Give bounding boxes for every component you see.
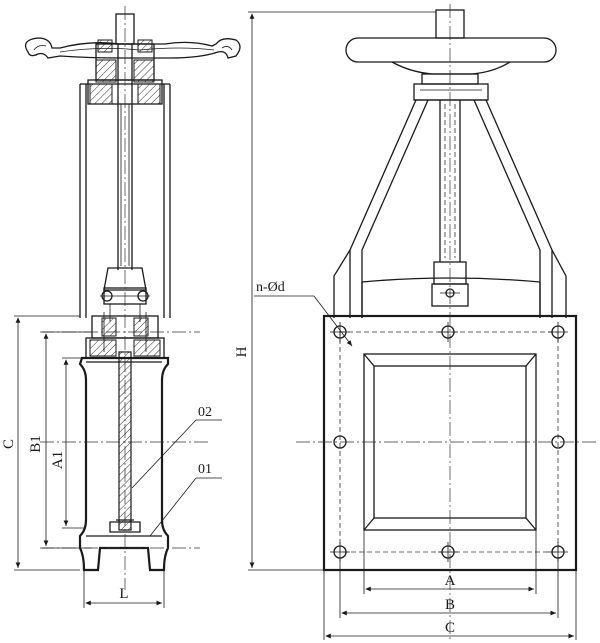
bolt-holes xyxy=(330,322,568,562)
part-label-02: 02 xyxy=(198,405,212,420)
dim-a1 xyxy=(62,357,86,529)
dim-b1 xyxy=(42,331,92,549)
dim-l xyxy=(83,570,165,608)
dim-a-label: A xyxy=(445,573,456,589)
dim-l-label: L xyxy=(119,586,128,602)
yoke-front xyxy=(333,99,567,318)
dim-b-label: B xyxy=(445,597,455,613)
dim-h xyxy=(248,11,436,571)
dim-a xyxy=(363,530,537,594)
dim-c-bottom-label: C xyxy=(445,620,455,636)
part-label-01: 01 xyxy=(198,462,212,477)
handwheel-side xyxy=(24,37,241,59)
stem-side xyxy=(117,44,133,270)
bearing-housing-side xyxy=(87,39,163,105)
dim-c-left-label: C xyxy=(1,439,17,449)
dim-b1-label: B1 xyxy=(28,435,44,453)
leader-n-phi-d xyxy=(254,295,353,347)
leader-01 xyxy=(149,477,222,537)
leader-02 xyxy=(131,419,222,489)
valve-body-side xyxy=(78,351,170,572)
flange-front xyxy=(322,314,578,572)
side-section-view: C B1 A1 L 02 01 xyxy=(1,6,241,608)
front-view: n-Ød H A B C xyxy=(234,4,596,640)
handwheel-front xyxy=(345,9,557,101)
dim-a1-label: A1 xyxy=(50,451,66,469)
dim-c-bottom xyxy=(323,570,577,640)
n-phi-d-label: n-Ød xyxy=(256,280,285,295)
dim-h-label: H xyxy=(234,346,250,357)
dim-b xyxy=(339,558,559,618)
packing-gland-side xyxy=(85,312,165,359)
stem-front xyxy=(431,100,469,307)
dim-c-left xyxy=(14,315,80,571)
